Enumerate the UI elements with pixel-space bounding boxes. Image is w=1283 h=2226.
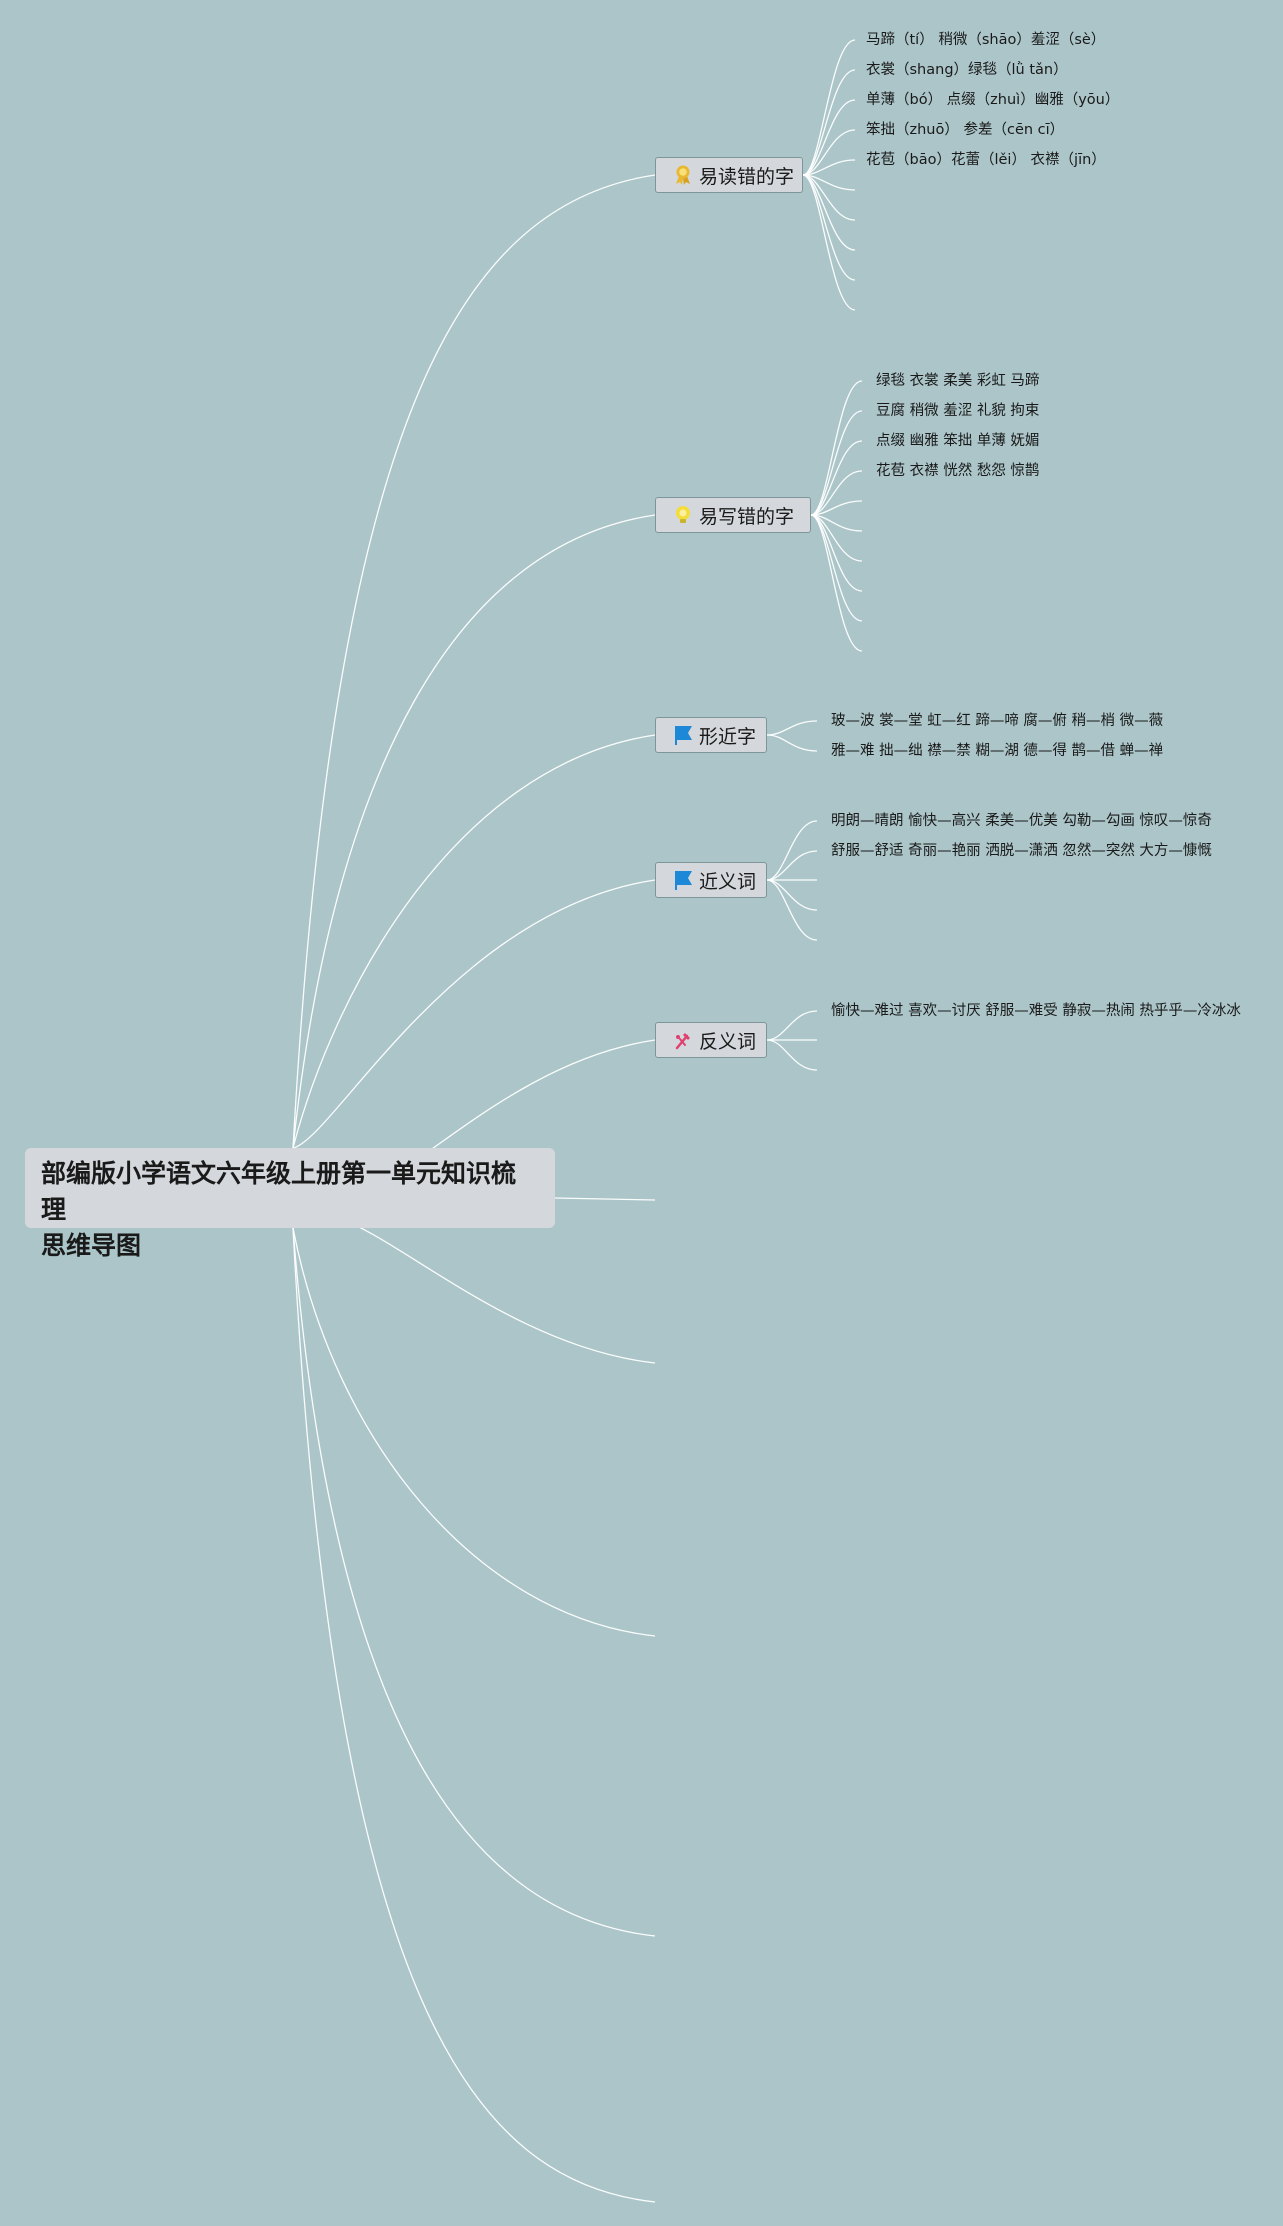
leaf-connector [766, 879, 818, 941]
leaf-item: 明朗—晴朗 愉快—高兴 柔美—优美 勾勒—勾画 惊叹—惊奇 [831, 813, 1212, 829]
blue-flag-icon [672, 869, 694, 891]
lightbulb-icon [672, 504, 694, 526]
branch-line [554, 1197, 656, 1201]
topic-easy-miswrite[interactable]: 易写错的字 [655, 497, 811, 533]
root-title-line2: 思维导图 [41, 1231, 142, 1260]
leaf-connector [802, 174, 856, 311]
leaf-item: 马蹄（tí） 稍微（shāo）羞涩（sè） [866, 32, 1106, 48]
leaf-connector [802, 174, 856, 281]
leaf-connector [802, 129, 856, 176]
leaf-item: 衣裳（shang）绿毯（lǜ tǎn） [866, 62, 1068, 78]
leaf-item: 花苞 衣襟 恍然 愁怨 惊鹊 [876, 463, 1040, 479]
topic-synonyms[interactable]: 近义词 [655, 862, 767, 898]
leaf-connector [766, 734, 818, 752]
branch-line [292, 174, 656, 1149]
leaf-item: 单薄（bó） 点缀（zhuì）幽雅（yōu） [866, 92, 1120, 108]
leaf-connector [766, 1010, 818, 1041]
leaf-item: 舒服—舒适 奇丽—艳丽 洒脱—潇洒 忽然—突然 大方—慷慨 [831, 843, 1212, 859]
branch-line [292, 1227, 656, 1937]
award-ribbon-icon [672, 164, 694, 186]
leaf-connector [766, 820, 818, 881]
leaf-item: 花苞（bāo）花蕾（lěi） 衣襟（jīn） [866, 152, 1106, 168]
branch-line [292, 1227, 656, 2203]
leaf-connector [802, 99, 856, 176]
leaf-item: 点缀 幽雅 笨拙 单薄 妩媚 [876, 433, 1040, 449]
topic-easy-misread[interactable]: 易读错的字 [655, 157, 803, 193]
topic-antonyms[interactable]: 反义词 [655, 1022, 767, 1058]
leaf-connector [802, 39, 856, 176]
leaf-item: 豆腐 稍微 羞涩 礼貌 拘束 [876, 403, 1040, 419]
leaf-connector [810, 514, 863, 652]
leaf-connector [802, 159, 856, 176]
branch-line [292, 514, 656, 1149]
topic-label: 易写错的字 [699, 505, 795, 528]
leaf-connector [810, 380, 863, 516]
leaf-connector [810, 500, 863, 516]
leaf-connector [802, 174, 856, 221]
branch-line [292, 734, 656, 1149]
topic-similar-shape[interactable]: 形近字 [655, 717, 767, 753]
topic-label: 易读错的字 [699, 165, 795, 188]
leaf-connector [766, 1039, 818, 1071]
topic-label: 反义词 [699, 1030, 757, 1053]
leaf-item: 愉快—难过 喜欢—讨厌 舒服—难受 静寂—热闹 热乎乎—冷冰冰 [831, 1003, 1241, 1019]
leaf-item: 玻—波 裳—堂 虹—红 蹄—啼 腐—俯 稍—梢 微—薇 [831, 713, 1164, 729]
leaf-connector [810, 410, 863, 516]
tools-icon [672, 1029, 694, 1051]
branch-line [292, 879, 656, 1149]
leaf-connector [766, 720, 818, 736]
leaf-connector [766, 850, 818, 881]
leaf-item: 笨拙（zhuō） 参差（cēn cī） [866, 122, 1065, 138]
root-node[interactable]: 部编版小学语文六年级上册第一单元知识梳理 思维导图 [25, 1148, 555, 1260]
branch-line [292, 1227, 656, 1637]
leaf-connector [810, 440, 863, 516]
leaf-item: 绿毯 衣裳 柔美 彩虹 马蹄 [876, 373, 1040, 389]
topic-label: 形近字 [699, 725, 757, 748]
blue-flag-icon [672, 724, 694, 746]
root-title-line1: 部编版小学语文六年级上册第一单元知识梳理 [41, 1159, 517, 1224]
leaf-connector [810, 470, 863, 516]
leaf-item: 雅—难 拙—绌 襟—禁 糊—湖 德—得 鹊—借 蝉—禅 [831, 743, 1164, 759]
topic-label: 近义词 [699, 870, 757, 893]
leaf-connector [810, 514, 863, 592]
leaf-connector [802, 69, 856, 176]
leaf-connector [802, 174, 856, 251]
leaf-connector [810, 514, 863, 562]
